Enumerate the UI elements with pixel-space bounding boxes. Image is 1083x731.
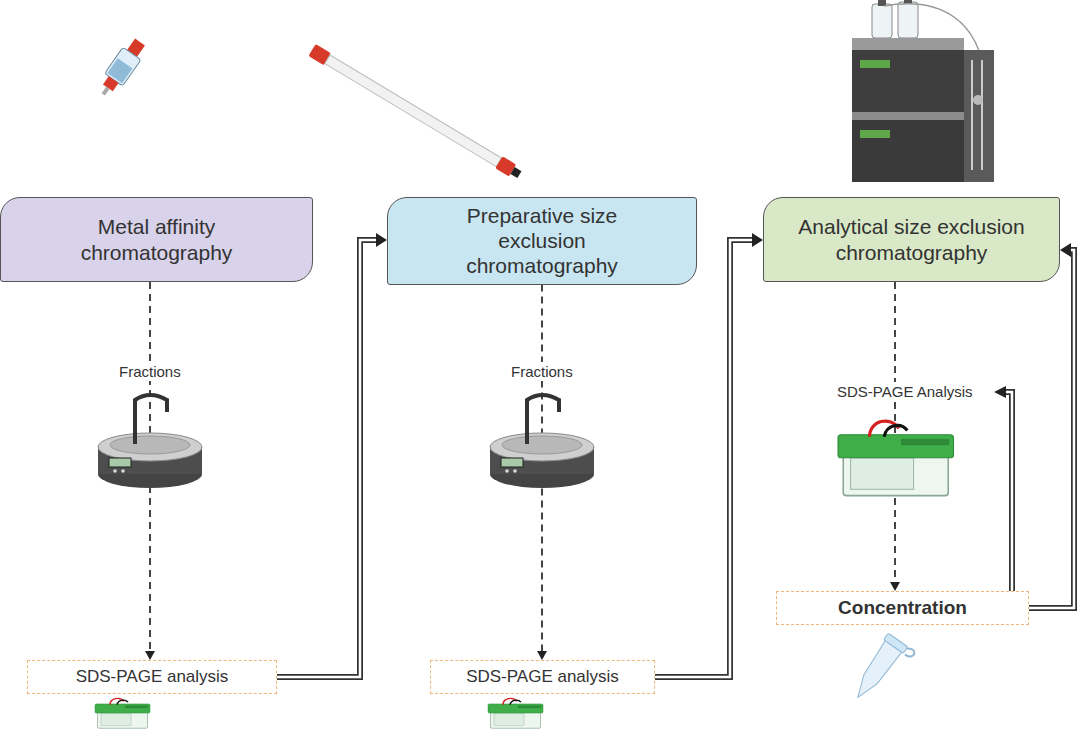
edge-line <box>894 282 896 582</box>
process-box: Metal affinity chromatography <box>0 197 313 282</box>
edge-outer <box>277 240 376 677</box>
gel-box <box>488 698 543 728</box>
gel-box <box>838 421 954 496</box>
box-text: Analytical size exclusion chromatography <box>794 214 1029 264</box>
step-label: SDS-PAGE Analysis <box>834 382 976 401</box>
edge-outer <box>1029 250 1074 608</box>
hplc-system <box>852 0 994 182</box>
concentration-box: Concentration <box>776 591 1029 625</box>
arrow-head <box>890 582 900 591</box>
box-text: SDS-PAGE analysis <box>466 667 619 687</box>
arrow-head <box>752 233 763 247</box>
edge-outer <box>655 240 752 677</box>
process-box: Analytical size exclusion chromatography <box>763 197 1060 282</box>
box-text: SDS-PAGE analysis <box>76 667 229 687</box>
double-arrow <box>1029 243 1074 608</box>
box-text: Metal affinity chromatography <box>49 214 264 264</box>
process-box: Preparative size exclusion chromatograph… <box>387 197 697 285</box>
fraction-collector <box>98 395 202 488</box>
return-branch <box>994 386 1012 610</box>
double-arrow <box>277 233 387 677</box>
arrow-head <box>145 651 155 660</box>
edge-inner <box>277 240 376 677</box>
arrow-head <box>537 651 547 660</box>
box-text: Preparative size exclusion chromatograph… <box>422 203 662 279</box>
edge-inner <box>655 240 752 677</box>
double-arrow <box>655 233 763 677</box>
edge-inner <box>1029 250 1074 608</box>
box-text: Concentration <box>838 597 967 619</box>
eppendorf-tube <box>848 633 916 710</box>
affinity-column <box>94 36 149 101</box>
arrow-head <box>1060 243 1071 257</box>
fraction-collector <box>490 395 594 488</box>
sec-column <box>308 44 523 181</box>
arrow-head <box>376 233 387 247</box>
analysis-box: SDS-PAGE analysis <box>430 660 655 694</box>
step-label: Fractions <box>116 362 184 381</box>
analysis-box: SDS-PAGE analysis <box>27 660 277 694</box>
gel-box <box>95 698 150 728</box>
step-label: Fractions <box>508 362 576 381</box>
